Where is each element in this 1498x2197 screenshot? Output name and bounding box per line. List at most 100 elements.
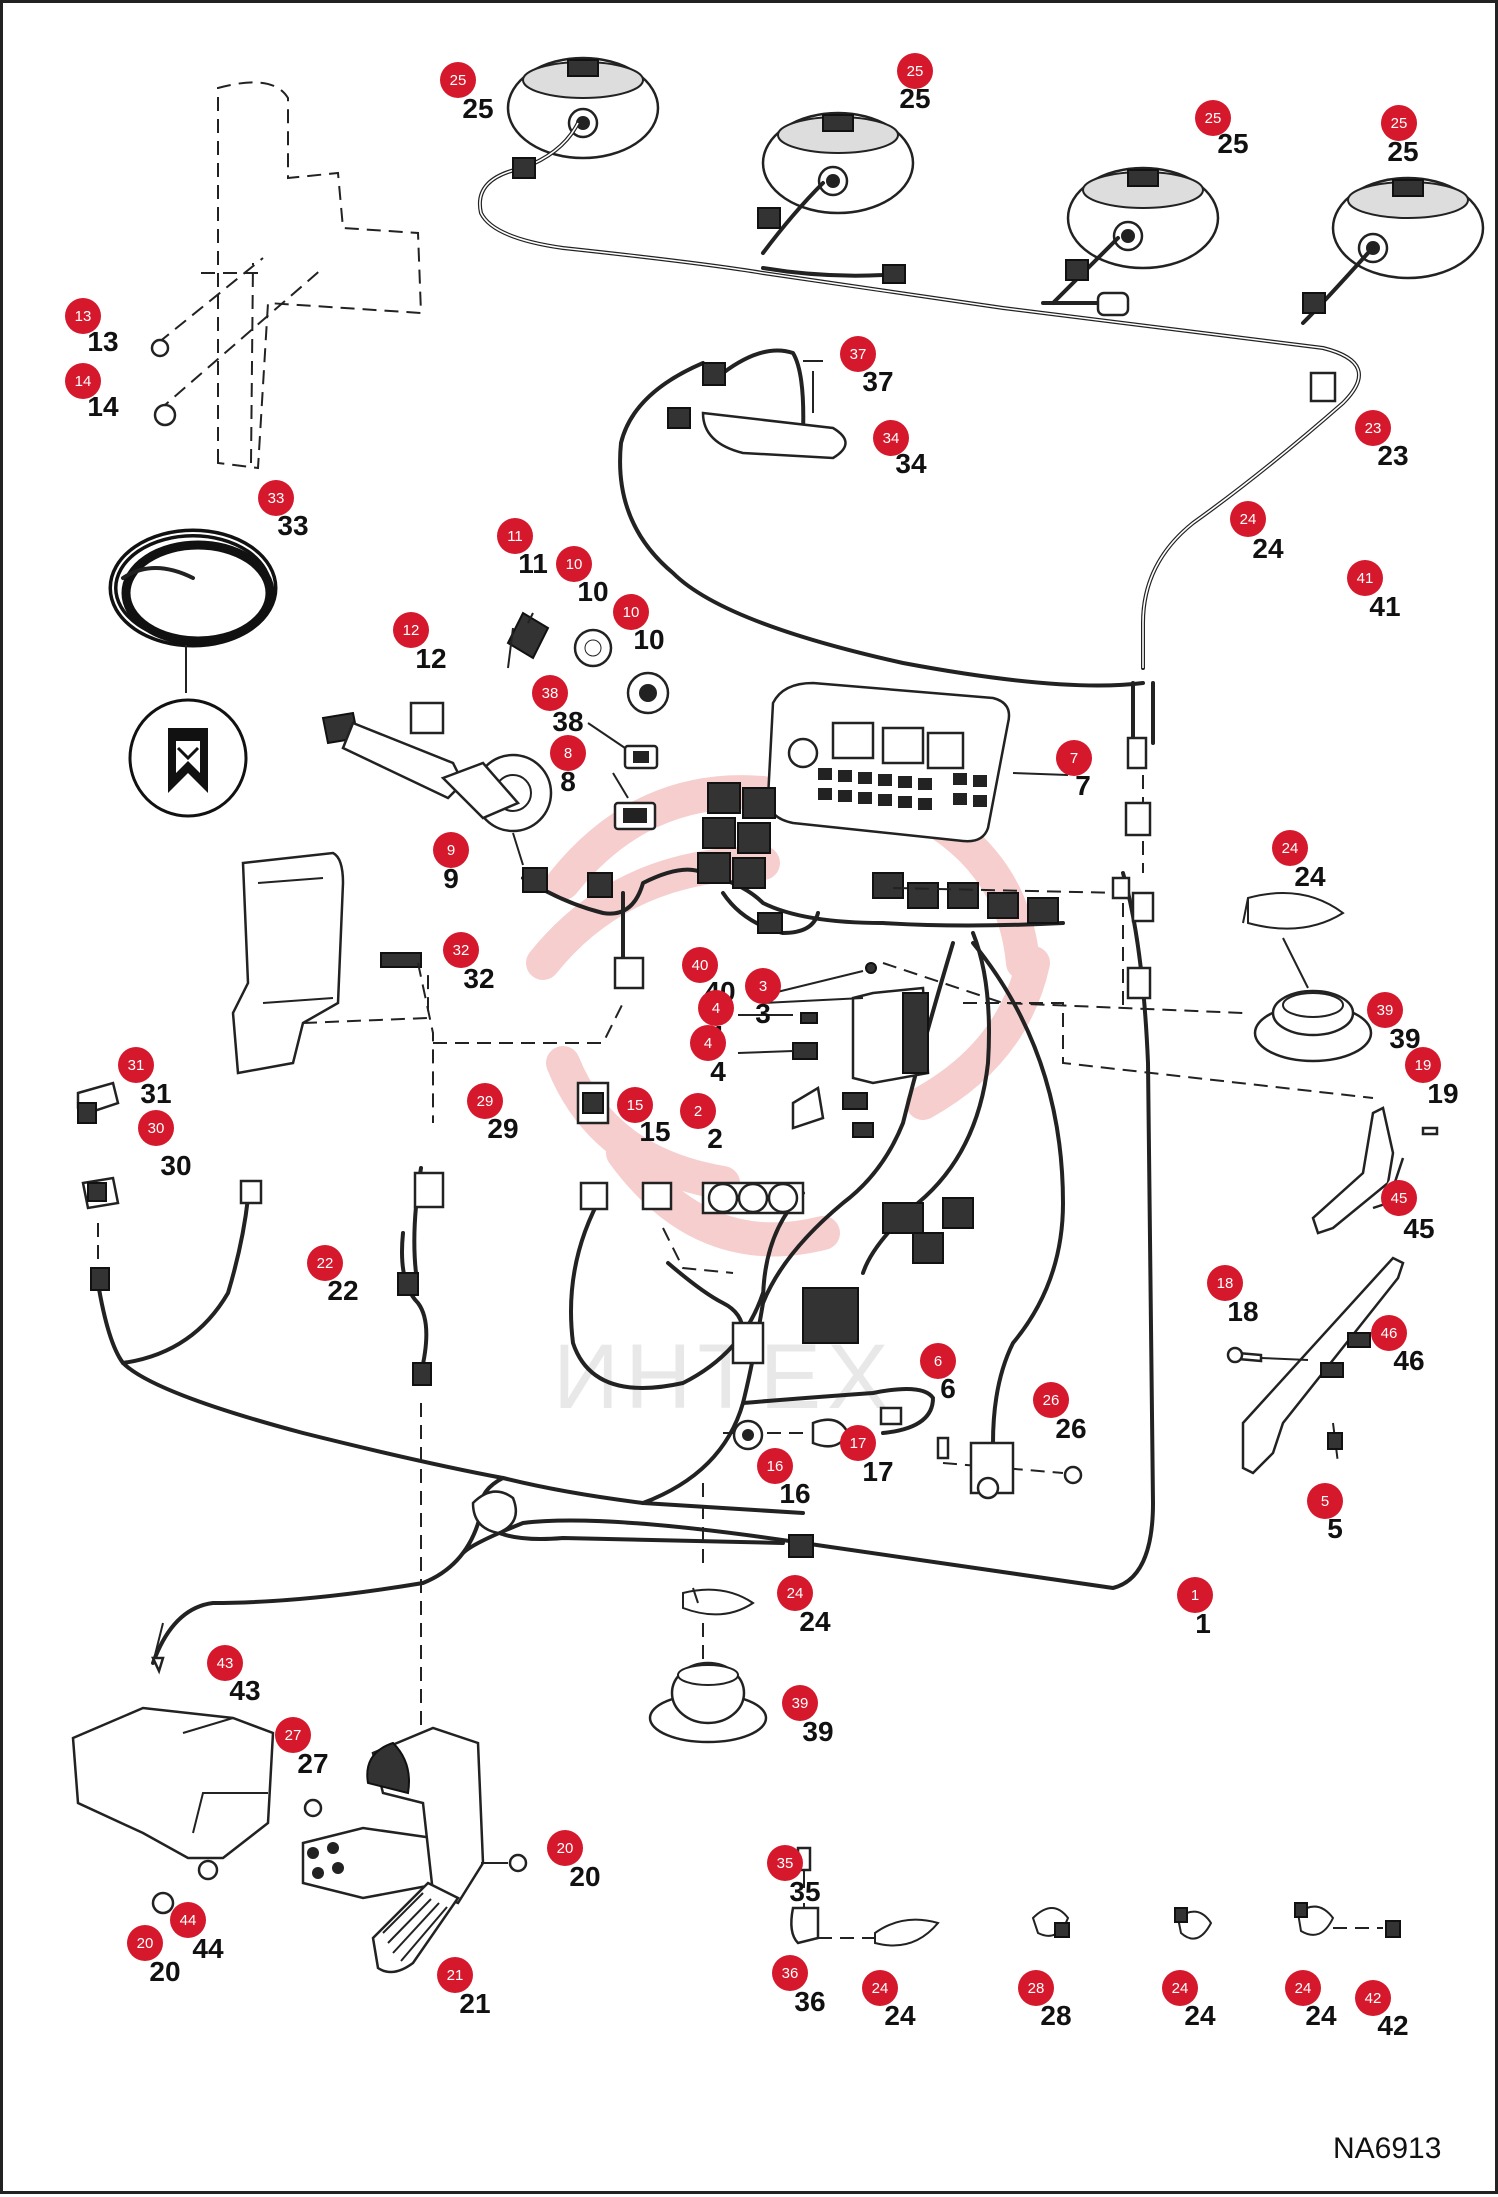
part-number-label: 12 <box>415 643 446 674</box>
callout-badge-number: 30 <box>148 1120 165 1137</box>
callout-badge-number: 5 <box>1321 1493 1329 1510</box>
callout-badge-number: 25 <box>1391 115 1408 132</box>
part-number-label: 3 <box>755 998 771 1029</box>
controller-module <box>737 962 930 1085</box>
callout-badge <box>782 1685 818 1721</box>
part-number-label: 21 <box>459 1988 490 2019</box>
part-number-label: 24 <box>884 2000 916 2031</box>
part-number-label: 46 <box>1393 1345 1424 1376</box>
callout-badge-number: 27 <box>285 1727 302 1744</box>
callout-badge-number: 42 <box>1365 1990 1382 2007</box>
wiring-harness-diagram: ИНТЕХ <box>65 53 1485 2165</box>
part-number-label: 4 <box>710 1056 726 1087</box>
callout-badge <box>617 1087 653 1123</box>
part-number-label: 23 <box>1377 440 1408 471</box>
callout-9: 99 <box>433 832 469 894</box>
callout-badge <box>1272 830 1308 866</box>
part-number-label: 27 <box>297 1748 328 1779</box>
callout-badge <box>258 480 294 516</box>
part-number-label: 24 <box>1305 2000 1337 2031</box>
callout-badge <box>547 1830 583 1866</box>
callout-badge <box>1367 992 1403 1028</box>
part-number-label: 14 <box>87 391 119 422</box>
callout-badge-number: 40 <box>692 957 709 974</box>
callout-badge <box>65 298 101 334</box>
callout-badge-number: 10 <box>566 556 583 573</box>
headlights <box>506 56 1485 280</box>
callout-badge-number: 16 <box>767 1458 784 1475</box>
callout-badge-number: 46 <box>1381 1325 1398 1342</box>
part-number-label: 43 <box>229 1675 260 1706</box>
callout-badge-number: 28 <box>1028 1980 1045 1997</box>
callout-badge <box>767 1845 803 1881</box>
callout-badge <box>772 1955 808 1991</box>
callout-badge-number: 15 <box>627 1097 644 1114</box>
callout-badge <box>1381 105 1417 141</box>
callout-badge <box>745 968 781 1004</box>
callout-badge <box>1195 100 1231 136</box>
part-number-label: 25 <box>1217 128 1248 159</box>
part-number-label: 11 <box>518 548 548 579</box>
part-number-label: 24 <box>1252 533 1284 564</box>
callout-badge-number: 45 <box>1391 1190 1408 1207</box>
dome-light <box>701 360 847 460</box>
callout-badge <box>207 1645 243 1681</box>
callout-badge <box>393 612 429 648</box>
part-number-label: 45 <box>1403 1213 1434 1244</box>
part-number-label: 9 <box>443 863 459 894</box>
callout-badge-number: 39 <box>792 1695 809 1712</box>
callout-badge-number: 4 <box>712 1000 720 1017</box>
part-number-label: 16 <box>779 1478 810 1509</box>
callout-badge-number: 25 <box>1205 110 1222 127</box>
callout-badge-number: 9 <box>447 842 455 859</box>
callout-badge-number: 1 <box>1191 1587 1199 1604</box>
callout-badge <box>1285 1970 1321 2006</box>
callout-badge <box>840 1425 876 1461</box>
callout-badge <box>862 1970 898 2006</box>
grommet-lower <box>648 1587 768 1744</box>
display-panel <box>766 681 1069 843</box>
headlight-connectors <box>512 157 1337 429</box>
callout-6: 66 <box>920 1343 956 1404</box>
part-number-label: 25 <box>899 83 930 114</box>
callout-badge-number: 37 <box>850 346 867 363</box>
callout-badge-number: 14 <box>75 373 92 390</box>
callout-badge <box>467 1083 503 1119</box>
callout-badge-number: 41 <box>1357 570 1374 587</box>
part-number-label: 7 <box>1075 770 1091 801</box>
callout-badge <box>897 53 933 89</box>
callout-badge-number: 24 <box>1172 1980 1189 1997</box>
pedal-assembly <box>71 1706 528 1974</box>
callout-badge-number: 31 <box>128 1057 145 1074</box>
part-number-label: 25 <box>1387 136 1418 167</box>
callout-badge <box>1355 1980 1391 2016</box>
callout-badge <box>170 1902 206 1938</box>
callout-badge <box>1162 1970 1198 2006</box>
callout-badge-number: 6 <box>934 1353 942 1370</box>
callout-badge-number: 20 <box>557 1840 574 1857</box>
callout-1: 11 <box>1177 1577 1213 1639</box>
callout-7: 77 <box>1056 740 1092 801</box>
callout-badge <box>1381 1180 1417 1216</box>
part-number-label: 24 <box>1294 861 1326 892</box>
callout-badge-number: 12 <box>403 622 420 639</box>
